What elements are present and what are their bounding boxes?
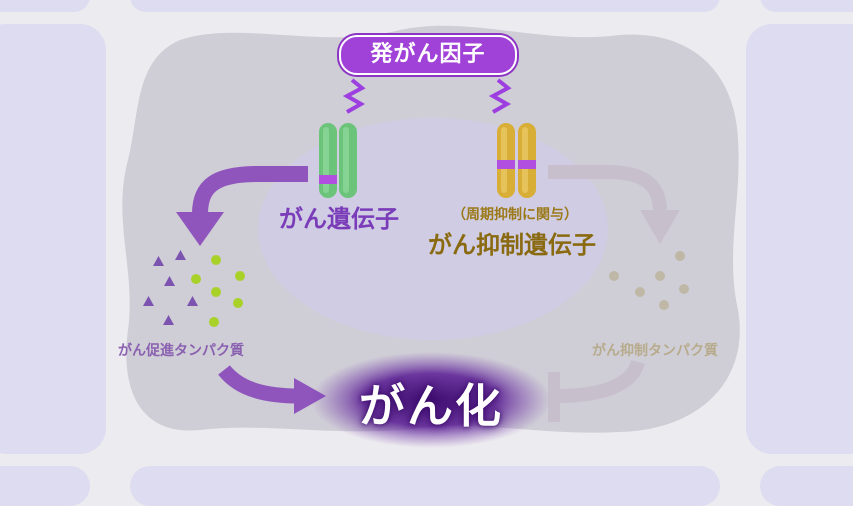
inhibition-line xyxy=(555,359,645,403)
promotion-arrow xyxy=(218,365,301,404)
background-tile xyxy=(760,0,853,12)
faded-expression-arrow xyxy=(548,165,667,213)
suppressor-chromosome xyxy=(497,123,536,198)
suppressor-protein-dots xyxy=(609,251,689,310)
nucleus xyxy=(258,118,608,340)
arrow-head xyxy=(176,212,224,246)
promoter-protein-dots xyxy=(191,255,245,327)
lightning-bolt-icon xyxy=(488,78,512,114)
suppressor-gene-label: がん抑制遺伝子 xyxy=(428,231,596,259)
background-tile xyxy=(0,24,106,454)
arrow-head xyxy=(640,210,680,244)
background-tile xyxy=(0,0,90,12)
arrow-head xyxy=(294,378,326,414)
background-tile xyxy=(746,24,853,454)
inhibition-bar xyxy=(548,372,560,422)
oncogene-chromosome xyxy=(319,123,357,198)
promoter-protein-triangles xyxy=(143,250,198,325)
background-tile xyxy=(130,0,720,12)
oncogene-label: がん遺伝子 xyxy=(279,205,399,233)
cancer-cause-label: 発がん因子 xyxy=(339,35,517,75)
suppressor-protein-label: がん抑制タンパク質 xyxy=(592,343,718,359)
cancerization-glow xyxy=(311,352,551,448)
expression-arrow xyxy=(192,166,308,215)
lightning-bolt-icon xyxy=(342,78,366,114)
oncogene-protein-label: がん促進タンパク質 xyxy=(118,343,244,359)
diagram-graphics xyxy=(143,78,689,448)
suppressor-note-label: （周期抑制に関与） xyxy=(452,207,578,223)
cancerization-label: がん化 xyxy=(359,379,503,433)
